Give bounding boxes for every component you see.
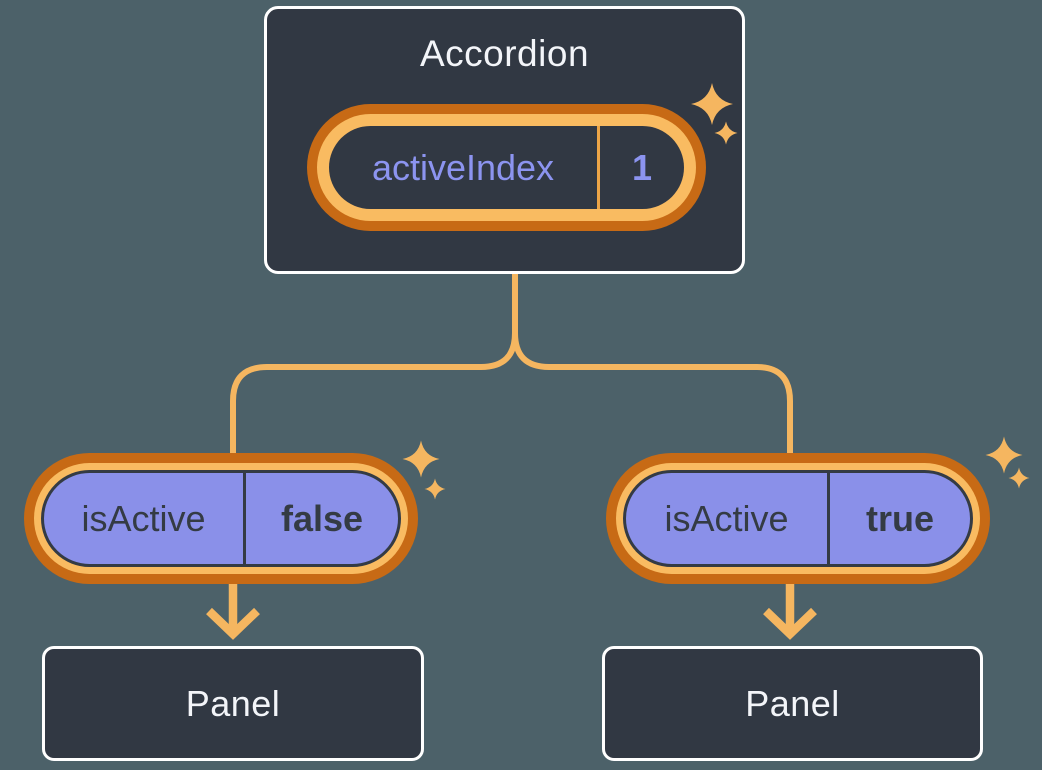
panel-title: Panel bbox=[185, 682, 281, 724]
sparkle-icon bbox=[1008, 467, 1030, 489]
prop-pill-divider bbox=[827, 473, 830, 564]
panel-node-right: Panel bbox=[602, 646, 983, 761]
prop-name: isActive bbox=[81, 497, 206, 539]
state-value: 1 bbox=[631, 146, 653, 188]
connector-branch-right bbox=[512, 332, 793, 456]
prop-pill-body: isActive false bbox=[41, 470, 401, 567]
state-pill-body: activeIndex 1 bbox=[329, 126, 684, 209]
accordion-title: Accordion bbox=[419, 33, 590, 74]
prop-pill-body: isActive true bbox=[623, 470, 973, 567]
prop-pill-ring: isActive true bbox=[616, 463, 980, 574]
panel-node-left: Panel bbox=[42, 646, 424, 761]
state-pill: activeIndex 1 bbox=[307, 104, 706, 231]
prop-value: true bbox=[865, 497, 934, 539]
state-pill-divider bbox=[597, 126, 600, 209]
down-arrow-right bbox=[763, 576, 817, 640]
sparkle-icon bbox=[424, 478, 446, 500]
state-name: activeIndex bbox=[371, 146, 555, 188]
state-pill-ring: activeIndex 1 bbox=[317, 114, 696, 221]
accordion-node: Accordion activeIndex 1 bbox=[264, 6, 745, 274]
prop-name: isActive bbox=[664, 497, 789, 539]
prop-pill-right: isActive true bbox=[606, 453, 990, 584]
prop-pill-divider bbox=[243, 473, 246, 564]
prop-value: false bbox=[280, 497, 364, 539]
prop-pill-left: isActive false bbox=[24, 453, 418, 584]
prop-pill-ring: isActive false bbox=[34, 463, 408, 574]
panel-title: Panel bbox=[745, 682, 840, 724]
sparkle-icon bbox=[985, 436, 1023, 474]
down-arrow-left bbox=[206, 576, 260, 640]
connector-branch-left bbox=[230, 332, 518, 456]
sparkle-icon bbox=[402, 440, 440, 478]
